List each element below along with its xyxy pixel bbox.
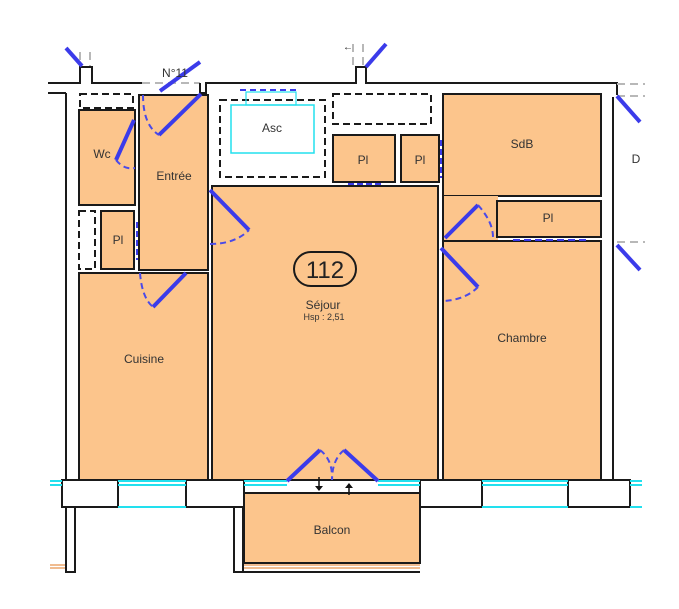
pier-2 [185, 479, 245, 508]
room-sdb [442, 93, 602, 197]
label-pl-2: Pl [358, 153, 369, 167]
label-edge: D [632, 152, 641, 166]
room-balcon [243, 492, 421, 564]
room-pl-3 [400, 134, 440, 183]
label-asc: Asc [262, 121, 282, 135]
label-pl-4: Pl [543, 211, 554, 225]
pier-4 [567, 479, 631, 508]
room-pl-4 [496, 200, 602, 238]
room-pl-2 [332, 134, 396, 183]
shaft-2 [332, 93, 432, 125]
entry-label: N°11 [162, 66, 188, 80]
label-sejour-height: Hsp : 2,51 [303, 312, 344, 322]
label-pl-1: Pl [113, 233, 124, 247]
shaft-1 [79, 93, 134, 109]
label-wc: Wc [93, 147, 110, 161]
label-balcon: Balcon [314, 523, 351, 537]
label-entree: Entrée [156, 169, 192, 183]
windows [50, 480, 642, 508]
room-chambre [442, 240, 602, 481]
label-chambre: Chambre [497, 331, 547, 345]
label-sdb: SdB [511, 137, 534, 151]
room-entree [138, 94, 209, 271]
shaft-3 [78, 210, 96, 270]
room-sejour [211, 185, 439, 481]
pier-1 [61, 479, 119, 508]
label-sejour: Séjour [306, 298, 341, 312]
room-cuisine [78, 272, 209, 481]
elevator-car [230, 104, 315, 154]
doors [64, 42, 642, 495]
room-wc [78, 109, 136, 206]
pier-3 [419, 479, 483, 508]
apartment-number-badge: 112 [293, 251, 357, 287]
label-pl-3: Pl [415, 153, 426, 167]
label-cuisine: Cuisine [124, 352, 164, 366]
room-pl-1 [100, 210, 135, 270]
direction-mark: ← [343, 42, 353, 53]
apartment-number: 112 [306, 257, 344, 284]
